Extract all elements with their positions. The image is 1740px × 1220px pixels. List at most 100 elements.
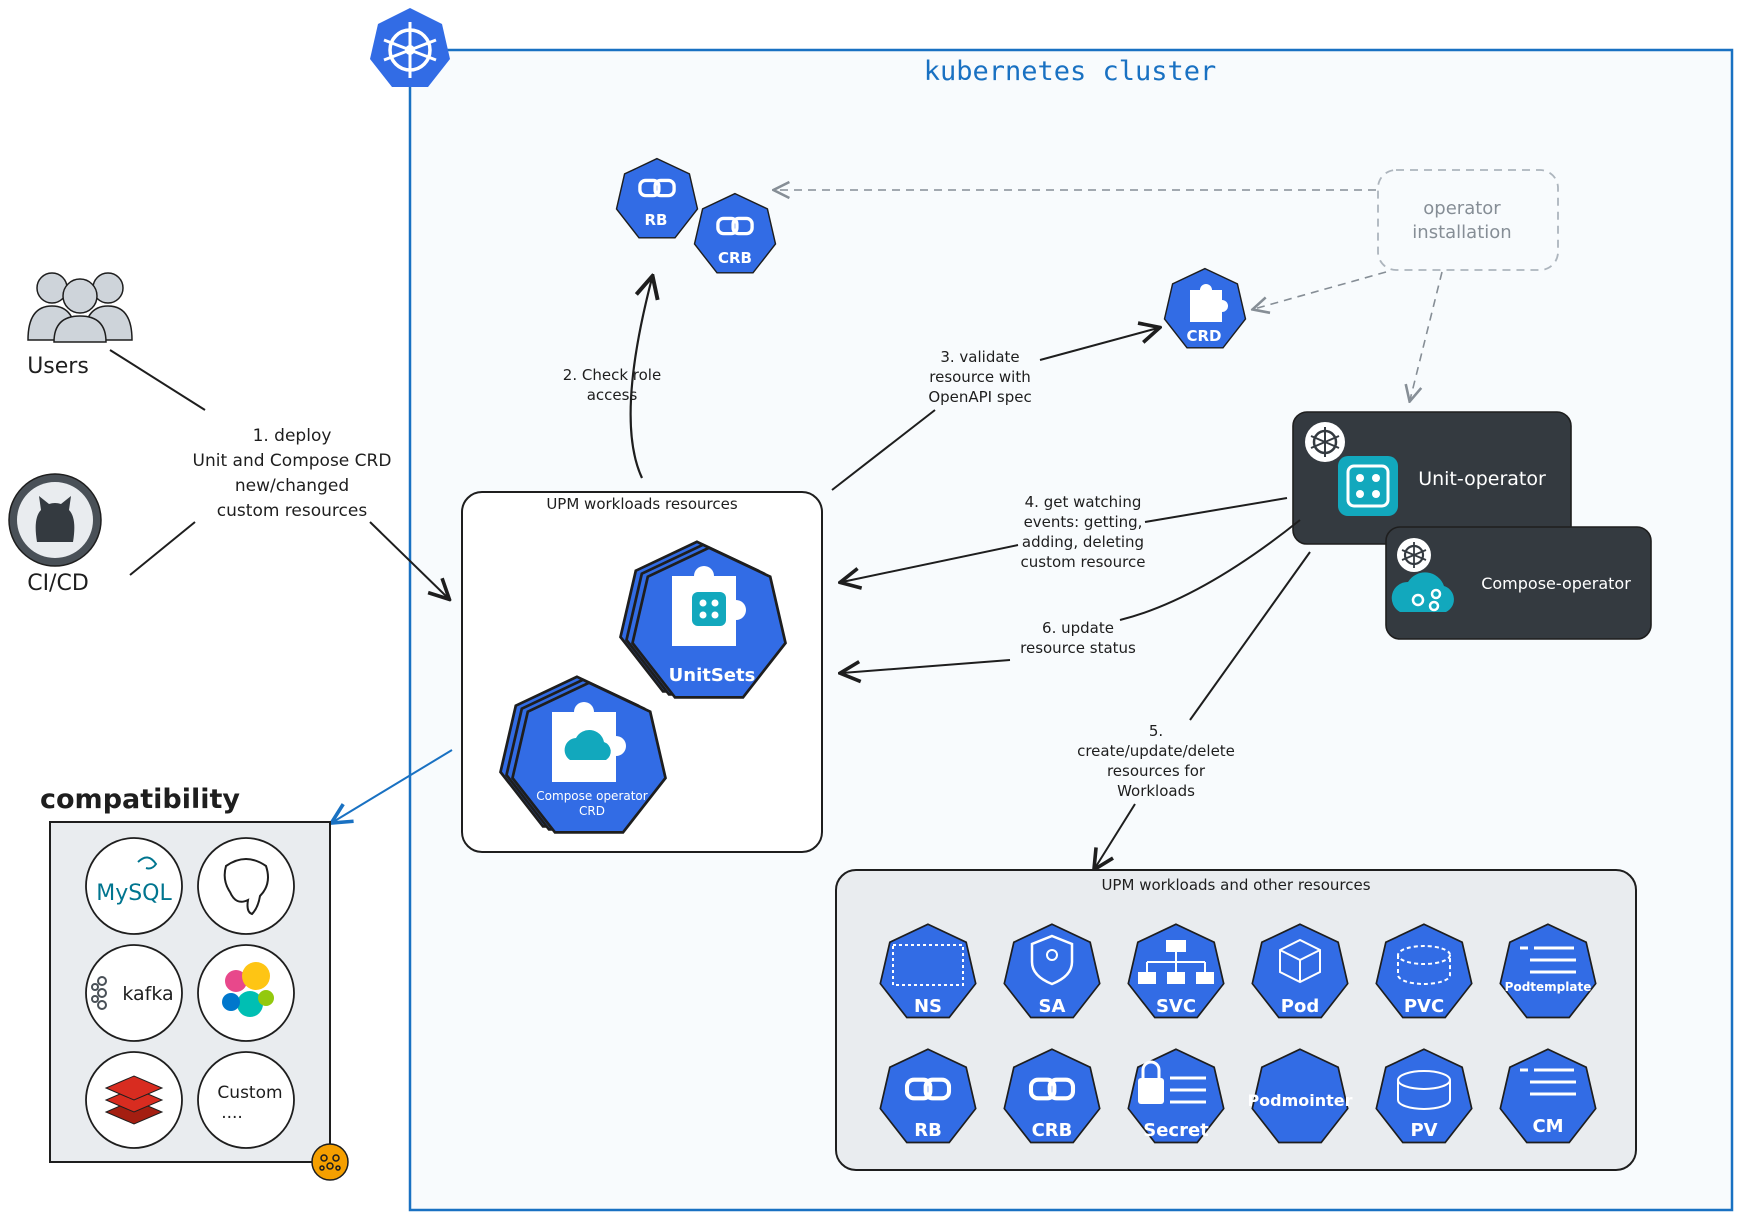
users-connector xyxy=(109,349,206,411)
svg-text:custom resource: custom resource xyxy=(1021,553,1146,571)
resource-crb: CRB xyxy=(1003,1048,1101,1144)
step-update-status-label: 6. update resource status xyxy=(1020,619,1136,657)
mysql-logo: MySQL xyxy=(85,837,183,935)
svg-text:create/update/delete: create/update/delete xyxy=(1077,742,1235,760)
svg-text:4. get watching: 4. get watching xyxy=(1025,493,1142,511)
svg-text:new/changed: new/changed xyxy=(235,476,349,496)
compatibility-arrow xyxy=(333,749,453,822)
svg-text:3. validate: 3. validate xyxy=(940,348,1019,366)
svg-text:OpenAPI spec: OpenAPI spec xyxy=(928,388,1031,406)
svg-text:Compose operator: Compose operator xyxy=(536,789,647,803)
svg-text:UPM workloads and other resour: UPM workloads and other resources xyxy=(1101,876,1370,894)
svg-text:resources for: resources for xyxy=(1107,762,1206,780)
step-get-watching-label: 4. get watching events: getting, adding,… xyxy=(1021,493,1146,571)
deploy-arrow xyxy=(369,521,448,598)
svg-text:RB: RB xyxy=(914,1120,942,1141)
svg-text:resource with: resource with xyxy=(929,368,1030,386)
svg-text:CM: CM xyxy=(1532,1116,1563,1137)
kafka-logo: kafka xyxy=(85,944,183,1042)
unit-operator-icon xyxy=(1338,456,1398,516)
svg-text:5.: 5. xyxy=(1149,722,1163,740)
svg-text:Workloads: Workloads xyxy=(1117,782,1195,800)
watching-arrow-tail xyxy=(1144,497,1288,523)
compose-operator-card: Compose-operator xyxy=(1385,526,1652,640)
svg-text:CRB: CRB xyxy=(1032,1120,1073,1141)
svg-text:adding, deleting: adding, deleting xyxy=(1022,533,1144,551)
resource-podmointer: Podmointer xyxy=(1247,1048,1353,1144)
update-status-arrow-tail xyxy=(1119,519,1301,621)
svg-text:custom resources: custom resources xyxy=(217,501,368,521)
resource-sa: SA xyxy=(1003,923,1101,1019)
unit-operator-card: Unit-operator xyxy=(1292,411,1572,545)
resource-secret: Secret xyxy=(1127,1048,1225,1144)
svg-text:MySQL: MySQL xyxy=(96,881,172,906)
update-status-arrow-head xyxy=(842,659,1011,673)
svg-text:Podmointer: Podmointer xyxy=(1247,1091,1352,1110)
redis-logo-icon xyxy=(85,1051,183,1149)
users-icon xyxy=(27,272,133,343)
svg-text:PVC: PVC xyxy=(1404,996,1444,1017)
svg-text:NS: NS xyxy=(914,996,942,1017)
step-create-update-label: 5. create/update/delete resources for Wo… xyxy=(1077,722,1235,800)
svg-text:Compose-operator: Compose-operator xyxy=(1481,574,1631,593)
create-update-arrow-head xyxy=(1095,803,1136,868)
svg-text:UPM workloads resources: UPM workloads resources xyxy=(546,495,738,513)
svg-text:installation: installation xyxy=(1412,222,1511,243)
unitsets-resource: UnitSets xyxy=(619,540,787,699)
svg-text:SVC: SVC xyxy=(1156,996,1196,1017)
resource-svc: SVC xyxy=(1127,923,1225,1019)
svg-text:RB: RB xyxy=(645,211,668,229)
kubernetes-logo-icon xyxy=(370,8,450,87)
rb-top-resource: RB xyxy=(615,157,699,239)
svg-text:PV: PV xyxy=(1410,1120,1437,1141)
compose-operator-crd-resource: Compose operator CRD xyxy=(499,675,667,834)
custom-database-item: Custom .... xyxy=(197,1051,295,1149)
svg-text:Unit and Compose CRD: Unit and Compose CRD xyxy=(193,451,392,471)
svg-text:SA: SA xyxy=(1039,996,1066,1017)
svg-text:resource status: resource status xyxy=(1020,639,1136,657)
svg-text:UnitSets: UnitSets xyxy=(669,665,756,686)
postgresql-logo-icon xyxy=(197,837,295,935)
svg-text:kafka: kafka xyxy=(122,983,173,1005)
step-validate-label: 3. validate resource with OpenAPI spec xyxy=(928,348,1031,406)
operator-installation-note: operator installation xyxy=(1377,169,1559,271)
watching-arrow-head xyxy=(842,544,1019,582)
svg-text:6. update: 6. update xyxy=(1042,619,1114,637)
validate-arrow-tail xyxy=(831,409,936,491)
install-to-crd-arrow xyxy=(1254,271,1387,309)
install-to-operator-arrow xyxy=(1410,271,1443,400)
crb-top-resource: CRB xyxy=(693,192,777,274)
resource-podtemplate: Podtemplate xyxy=(1499,923,1597,1019)
resource-ns: NS xyxy=(879,923,977,1019)
svg-text:2. Check role: 2. Check role xyxy=(563,366,661,384)
compose-cloud-icon xyxy=(1391,572,1454,612)
compatibility-badge-icon xyxy=(311,1143,349,1181)
svg-text:Pod: Pod xyxy=(1281,996,1319,1017)
cicd-connector xyxy=(129,521,196,576)
users-label: Users xyxy=(27,354,89,379)
svg-text:events: getting,: events: getting, xyxy=(1024,513,1143,531)
crd-top-resource: CRD xyxy=(1163,267,1247,349)
resource-pvc: PVC xyxy=(1375,923,1473,1019)
validate-arrow-head xyxy=(1039,328,1158,361)
resource-cm: CM xyxy=(1499,1048,1597,1144)
cluster-title: kubernetes cluster xyxy=(924,56,1217,87)
resource-rb: RB xyxy=(879,1048,977,1144)
svg-text:....: .... xyxy=(221,1103,243,1123)
create-update-arrow-tail xyxy=(1189,551,1311,721)
svg-text:CRD: CRD xyxy=(1186,327,1221,345)
elastic-logo-icon xyxy=(197,944,295,1042)
step-check-role-label: 2. Check role access xyxy=(563,366,661,404)
cicd-label: CI/CD xyxy=(27,571,89,596)
step-deploy-label: 1. deploy Unit and Compose CRD new/chang… xyxy=(193,426,392,521)
svg-text:Podtemplate: Podtemplate xyxy=(1505,980,1592,994)
github-icon xyxy=(8,473,102,567)
compatibility-title: compatibility xyxy=(40,784,240,815)
svg-text:Custom: Custom xyxy=(217,1083,282,1103)
resource-pv: PV xyxy=(1375,1048,1473,1144)
kubernetes-small-icon xyxy=(1305,422,1345,462)
svg-text:1. deploy: 1. deploy xyxy=(253,426,332,446)
check-role-arrow xyxy=(629,278,652,479)
svg-text:Secret: Secret xyxy=(1143,1120,1209,1141)
svg-text:operator: operator xyxy=(1423,198,1501,219)
